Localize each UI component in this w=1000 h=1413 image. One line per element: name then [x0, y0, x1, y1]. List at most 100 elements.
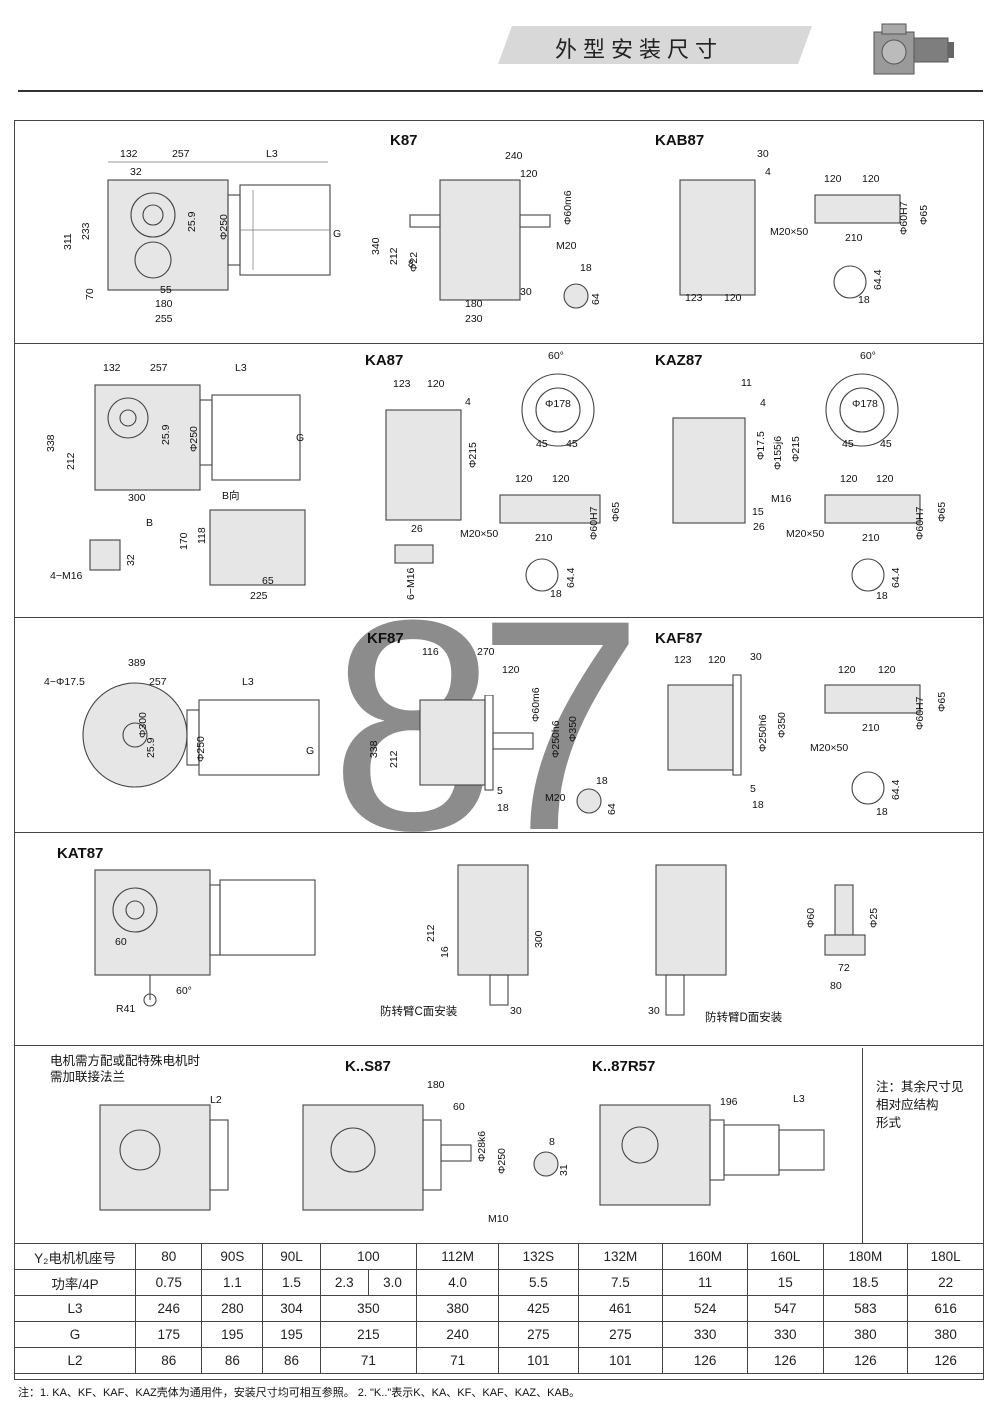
dim-label: L3 [266, 148, 278, 160]
dim-label: 30 [757, 148, 769, 160]
dim-label: 60° [176, 985, 192, 997]
dim-label: 18 [752, 799, 764, 811]
kat87-d-face-drawing [655, 864, 727, 1016]
dim-label: 18 [596, 775, 608, 787]
table-cell: 7.5 [577, 1269, 664, 1296]
dim-label: 4−Φ17.5 [44, 676, 85, 688]
table-cell: 90S [201, 1243, 264, 1270]
table-cell: 350 [319, 1295, 418, 1322]
dim-label: 18 [497, 802, 509, 814]
dim-label: 120 [876, 473, 894, 485]
dim-label: 123 [393, 378, 411, 390]
k87-side-drawing [409, 179, 551, 301]
dim-label: 5 [497, 785, 503, 797]
table-cell: 0.75 [134, 1269, 203, 1296]
section-title-kaf87: KAF87 [655, 630, 703, 647]
dim-label: M16 [771, 493, 792, 505]
dim-label: Φ350 [567, 716, 579, 742]
kaz87-drawing [672, 417, 746, 524]
dim-label: 120 [862, 173, 880, 185]
dim-label: 132 [120, 148, 138, 160]
dim-label: 212 [65, 452, 77, 470]
dim-label: Φ28k6 [476, 1130, 488, 1162]
table-row: G 175 195 195 215 240 275 275 330 330 38… [14, 1321, 984, 1348]
table-cell: 100 [319, 1243, 418, 1270]
table-cell: 160M [662, 1243, 748, 1270]
table-cell: 22 [907, 1269, 984, 1296]
dim-label: B [146, 517, 154, 529]
dim-label: Φ60m6 [562, 190, 574, 225]
dim-label: Φ250h6 [757, 714, 769, 752]
table-cell: 380 [822, 1321, 909, 1348]
dim-label: M20 [545, 792, 566, 804]
kaz87-shaft-drawing [824, 494, 921, 524]
dim-label: 8 [408, 258, 414, 270]
table-cell: 1.5 [262, 1269, 321, 1296]
dim-label: 64.4 [890, 779, 902, 800]
dim-label: 16 [439, 946, 451, 958]
table-cell: 330 [662, 1321, 748, 1348]
dim-label: 80 [830, 980, 842, 992]
table-row: Y₂电机机座号 80 90S 90L 100 112M 132S 132M 16… [14, 1243, 984, 1270]
table-cell: 275 [577, 1321, 664, 1348]
section-title-k87: K87 [390, 132, 418, 149]
dim-label: Φ155j6 [772, 435, 784, 470]
dim-label: 270 [477, 646, 495, 658]
page-title: 外型安装尺寸 [555, 37, 724, 62]
kat87-pin-detail-drawing [824, 884, 866, 956]
motor-flange-note: 电机需方配或配特殊电机时 需加联接法兰 [50, 1054, 201, 1084]
dim-label: Φ60H7 [914, 696, 926, 730]
dim-label: 64.4 [872, 269, 884, 290]
section-title-k87r57: K..87R57 [592, 1058, 656, 1075]
row-label: G [14, 1321, 136, 1348]
dim-label: 120 [838, 664, 856, 676]
table-cell: 71 [416, 1347, 500, 1374]
dim-label: Φ65 [610, 501, 622, 522]
kab87-bore-section-drawing [833, 265, 867, 299]
table-cell: 86 [201, 1347, 264, 1374]
table-cell: 180L [907, 1243, 984, 1270]
dim-label: M20×50 [460, 528, 499, 540]
dim-label: 196 [720, 1096, 738, 1108]
dim-label: 300 [533, 930, 545, 948]
table-cell: 425 [498, 1295, 579, 1322]
dim-label: Φ215 [467, 442, 479, 468]
dim-label: Φ17.5 [755, 431, 767, 460]
dim-label: 120 [724, 292, 742, 304]
dim-label: 30 [520, 286, 532, 298]
table-cell: 175 [134, 1321, 203, 1348]
dim-label: 64.4 [565, 567, 577, 588]
dim-label: 8 [549, 1136, 555, 1148]
dim-label: 15 [752, 506, 764, 518]
dim-label: L3 [242, 676, 254, 688]
dim-label: 70 [84, 288, 96, 300]
table-cell: 126 [907, 1347, 984, 1374]
dim-label: 25.9 [145, 737, 157, 758]
table-cell: 195 [201, 1321, 264, 1348]
side-note: 注：其余尺寸见 相对应结构 形式 [876, 1080, 964, 1130]
table-row: 功率/4P 0.75 1.1 1.5 2.3 3.0 4.0 5.5 7.5 1… [14, 1269, 984, 1296]
gearbox-thumbnail-icon [873, 23, 954, 75]
dim-label: 26 [753, 521, 765, 533]
table-cell: 80 [134, 1243, 203, 1270]
table-cell: 126 [746, 1347, 824, 1374]
section-divider [14, 617, 984, 618]
dim-label: M20×50 [810, 742, 849, 754]
dim-label: 120 [840, 473, 858, 485]
kf87-key-section-drawing [576, 788, 602, 814]
table-cell: 4.0 [416, 1269, 500, 1296]
dim-label: B向 [222, 490, 240, 502]
dim-label: 210 [845, 232, 863, 244]
k87-front-drawing [107, 161, 331, 291]
ka87-shaft-drawing [499, 494, 601, 524]
dim-label: 257 [149, 676, 167, 688]
dim-label: 212 [425, 924, 437, 942]
dim-label: Φ178 [545, 398, 571, 410]
dim-label: Φ22 [408, 251, 420, 272]
dim-label: 210 [862, 722, 880, 734]
dim-label: 311 [62, 233, 74, 250]
dim-label: 60 [115, 936, 127, 948]
dim-label: Φ60 [805, 907, 817, 928]
table-cell: 461 [577, 1295, 664, 1322]
section-divider [14, 832, 984, 833]
